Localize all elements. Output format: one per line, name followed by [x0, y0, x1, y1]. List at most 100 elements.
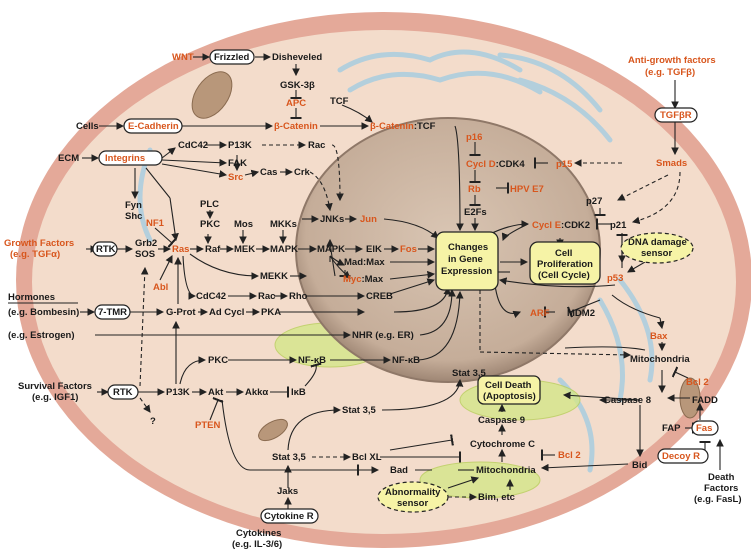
rtk-top-label: RTK	[96, 244, 116, 255]
fas-box	[691, 420, 719, 436]
disheveled-label: Disheveled	[272, 52, 322, 63]
ras-label: Ras	[172, 244, 189, 255]
adcycl-label: Ad Cycl	[209, 307, 244, 318]
fas-label: Fas	[696, 423, 712, 434]
abnormality-sensor-label: sensor	[397, 498, 428, 509]
bcatenin-tcf-label: β-Catenin:TCF	[370, 121, 436, 132]
tgfbr-box	[654, 107, 698, 123]
hormones-label: Hormones	[8, 292, 55, 303]
cells-label: Cells	[76, 121, 99, 132]
cytokine-r-box	[260, 508, 319, 524]
nfkb-2-label: NF-κB	[392, 355, 420, 366]
gene-expression-box[interactable]	[435, 231, 499, 291]
rho-label: Rho	[289, 291, 308, 302]
abnormality-label: Abnormality	[385, 487, 441, 498]
shc-label: Shc	[125, 211, 142, 222]
rac-low-label: Rac	[258, 291, 275, 302]
death-label: Cell Death	[485, 380, 532, 391]
cytokines-eg-label: (e.g. IL-3/6)	[232, 539, 282, 550]
fap-label: FAP	[662, 423, 681, 434]
rb-label: Rb	[468, 184, 481, 195]
death-factors-2-label: Factors	[704, 483, 738, 494]
proliferation-box[interactable]	[529, 241, 601, 285]
p13k-top-label: P13K	[228, 140, 252, 151]
abnormality-box[interactable]	[377, 481, 449, 513]
mdm2-label: MDM2	[567, 308, 595, 319]
growth-factors-eg-label: (e.g. TGFα)	[10, 249, 60, 260]
growth-factors-label: Growth Factors	[4, 238, 74, 249]
bclxl-label: Bcl XL	[352, 452, 382, 463]
mapk-2-label: MAPK	[317, 244, 345, 255]
dna-damage-box[interactable]	[620, 232, 694, 264]
estrogen-label: (e.g. Estrogen)	[8, 330, 75, 341]
stat35-mid-label: Stat 3,5	[272, 452, 307, 463]
cycle-cdk2-label: Cycl E:CDK2	[532, 220, 590, 231]
jnks-label: JNKs	[320, 214, 344, 225]
tmr-label: 7-TMR	[98, 307, 127, 318]
p21-label: p21	[610, 220, 627, 231]
decoy-box	[657, 448, 709, 464]
bad-label: Bad	[390, 465, 408, 476]
rtk-top-box	[92, 241, 118, 257]
nf1-label: NF1	[146, 218, 165, 229]
raf-label: Raf	[205, 244, 221, 255]
mos-label: Mos	[234, 219, 253, 230]
pkc-low-label: PKC	[208, 355, 228, 366]
bcl2-low-label: Bcl 2	[558, 450, 581, 461]
e2fs-label: E2Fs	[464, 207, 487, 218]
sos-label: SOS	[135, 249, 155, 260]
survival-eg-label: (e.g. IGF1)	[32, 392, 78, 403]
fyn-label: Fyn	[125, 200, 142, 211]
mekk-label: MEKK	[260, 271, 288, 282]
stat35-top-label: Stat 3,5	[342, 405, 377, 416]
bim-label: Bim, etc	[478, 492, 515, 503]
cdc42-low-label: CdC42	[196, 291, 226, 302]
node-boxes	[92, 49, 719, 524]
anti-growth-label: Anti-growth factors	[628, 55, 716, 66]
gprot-label: G-Prot	[166, 307, 196, 318]
death-factors-eg-label: (e.g. FasL)	[694, 494, 742, 505]
ecadherin-label: E-Cadherin	[128, 121, 179, 132]
wnt-label: WNT	[172, 52, 194, 63]
pka-label: PKA	[261, 307, 281, 318]
elk-label: ElK	[366, 244, 382, 255]
casp8-label: Caspase 8	[604, 395, 651, 406]
mkks-label: MKKs	[270, 219, 297, 230]
akka-label: Akkα	[245, 387, 268, 398]
stat35-nuc-label: Stat 3,5	[452, 368, 487, 379]
prolif-cell-label: Cell	[555, 248, 572, 259]
node-labels: WNT Frizzled Disheveled GSK-3β APC TCF C…	[4, 52, 742, 550]
bcatenin-label: β-Catenin	[274, 121, 318, 132]
decoy-label: Decoy R	[662, 451, 700, 462]
apc-label: APC	[286, 98, 306, 109]
plc-label: PLC	[200, 199, 219, 210]
nfkb-1-label: NF-κB	[298, 355, 326, 366]
creb-label: CREB	[366, 291, 393, 302]
grb2-label: Grb2	[135, 238, 157, 249]
survival-label: Survival Factors	[18, 381, 92, 392]
fos-label: Fos	[400, 244, 417, 255]
cas-label: Cas	[260, 167, 277, 178]
ecm-label: ECM	[58, 153, 79, 164]
mito-right-label: Mitochondria	[630, 354, 690, 365]
tmr-box	[94, 304, 131, 320]
apoptosis-box[interactable]	[477, 375, 541, 405]
apoptosis-label: (Apoptosis)	[483, 391, 536, 402]
myc-max-label: Myc:Max	[343, 274, 384, 285]
p53-label: p53	[607, 273, 623, 284]
fak-label: FAK	[228, 158, 247, 169]
integrins-label: Integrins	[105, 153, 145, 164]
gene-changes-label: Changes	[448, 242, 488, 253]
question-label: ?	[150, 416, 156, 427]
fadd-label: FADD	[692, 395, 718, 406]
ikb-label: IκB	[291, 387, 306, 398]
tcf-label: TCF	[330, 96, 349, 107]
arf-label: ARF	[530, 308, 550, 319]
organelles	[191, 71, 701, 442]
smads-label: Smads	[656, 158, 687, 169]
gene-in-label: in Gene	[448, 254, 483, 265]
rac-top-label: Rac	[308, 140, 325, 151]
cytokine-r-label: Cytokine R	[264, 511, 314, 522]
